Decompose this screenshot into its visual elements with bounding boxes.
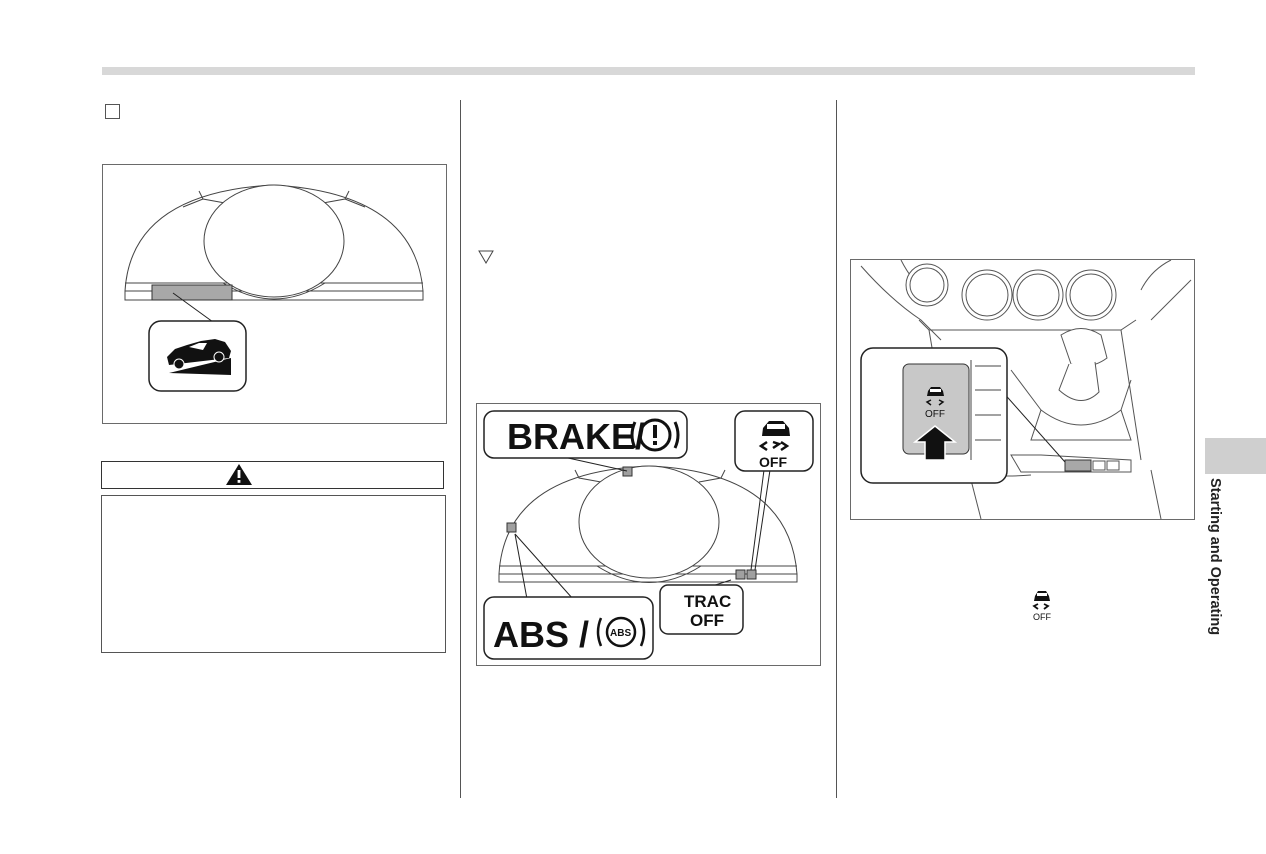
meter-cluster-illustration-2: BRAKE/ OFF ABS / ABS TRAC xyxy=(483,410,814,660)
vehicle-skid-icon-switch xyxy=(925,387,945,406)
vehicle-skid-icon-inline: OFF xyxy=(1032,591,1051,622)
switch-off-label: OFF xyxy=(925,409,945,420)
console-illustration: OFF xyxy=(860,260,1192,519)
abs-label: ABS / xyxy=(493,614,589,655)
inline-off-label: OFF xyxy=(1033,612,1051,622)
warning-icon xyxy=(226,464,252,485)
column-divider-2 xyxy=(836,100,837,798)
trac-off-label-line1: TRAC xyxy=(684,592,731,611)
page-header-bar xyxy=(102,67,1195,75)
press-arrow-icon xyxy=(912,425,958,461)
inline-vdc-off-icon: OFF xyxy=(1030,588,1054,622)
figure-warning-lights: BRAKE/ OFF ABS / ABS TRAC xyxy=(476,403,821,666)
vehicle-skid-icon xyxy=(758,421,790,452)
trac-off-callout xyxy=(659,584,744,635)
brake-label: BRAKE/ xyxy=(507,416,645,457)
section-checkbox xyxy=(105,104,120,119)
hill-start-assist-icon xyxy=(167,339,231,375)
warning-body xyxy=(101,495,446,653)
figure-hill-start-indicator xyxy=(102,164,447,424)
vdc-off-callout xyxy=(734,410,814,472)
column-divider-1 xyxy=(460,100,461,798)
vdc-off-label: OFF xyxy=(759,454,787,470)
meter-cluster-illustration xyxy=(124,184,424,392)
abs-warning-icon: ABS xyxy=(596,616,646,648)
section-tab xyxy=(1205,438,1266,474)
trac-off-label-line2: OFF xyxy=(690,611,724,630)
brake-warning-icon xyxy=(630,418,680,452)
abs-icon-text: ABS xyxy=(610,628,631,639)
triangle-marker-icon xyxy=(478,250,494,264)
abs-callout xyxy=(483,596,654,660)
warning-header xyxy=(101,461,444,489)
section-tab-label: Starting and Operating xyxy=(1207,478,1223,636)
figure-console-switch: OFF xyxy=(850,259,1195,520)
